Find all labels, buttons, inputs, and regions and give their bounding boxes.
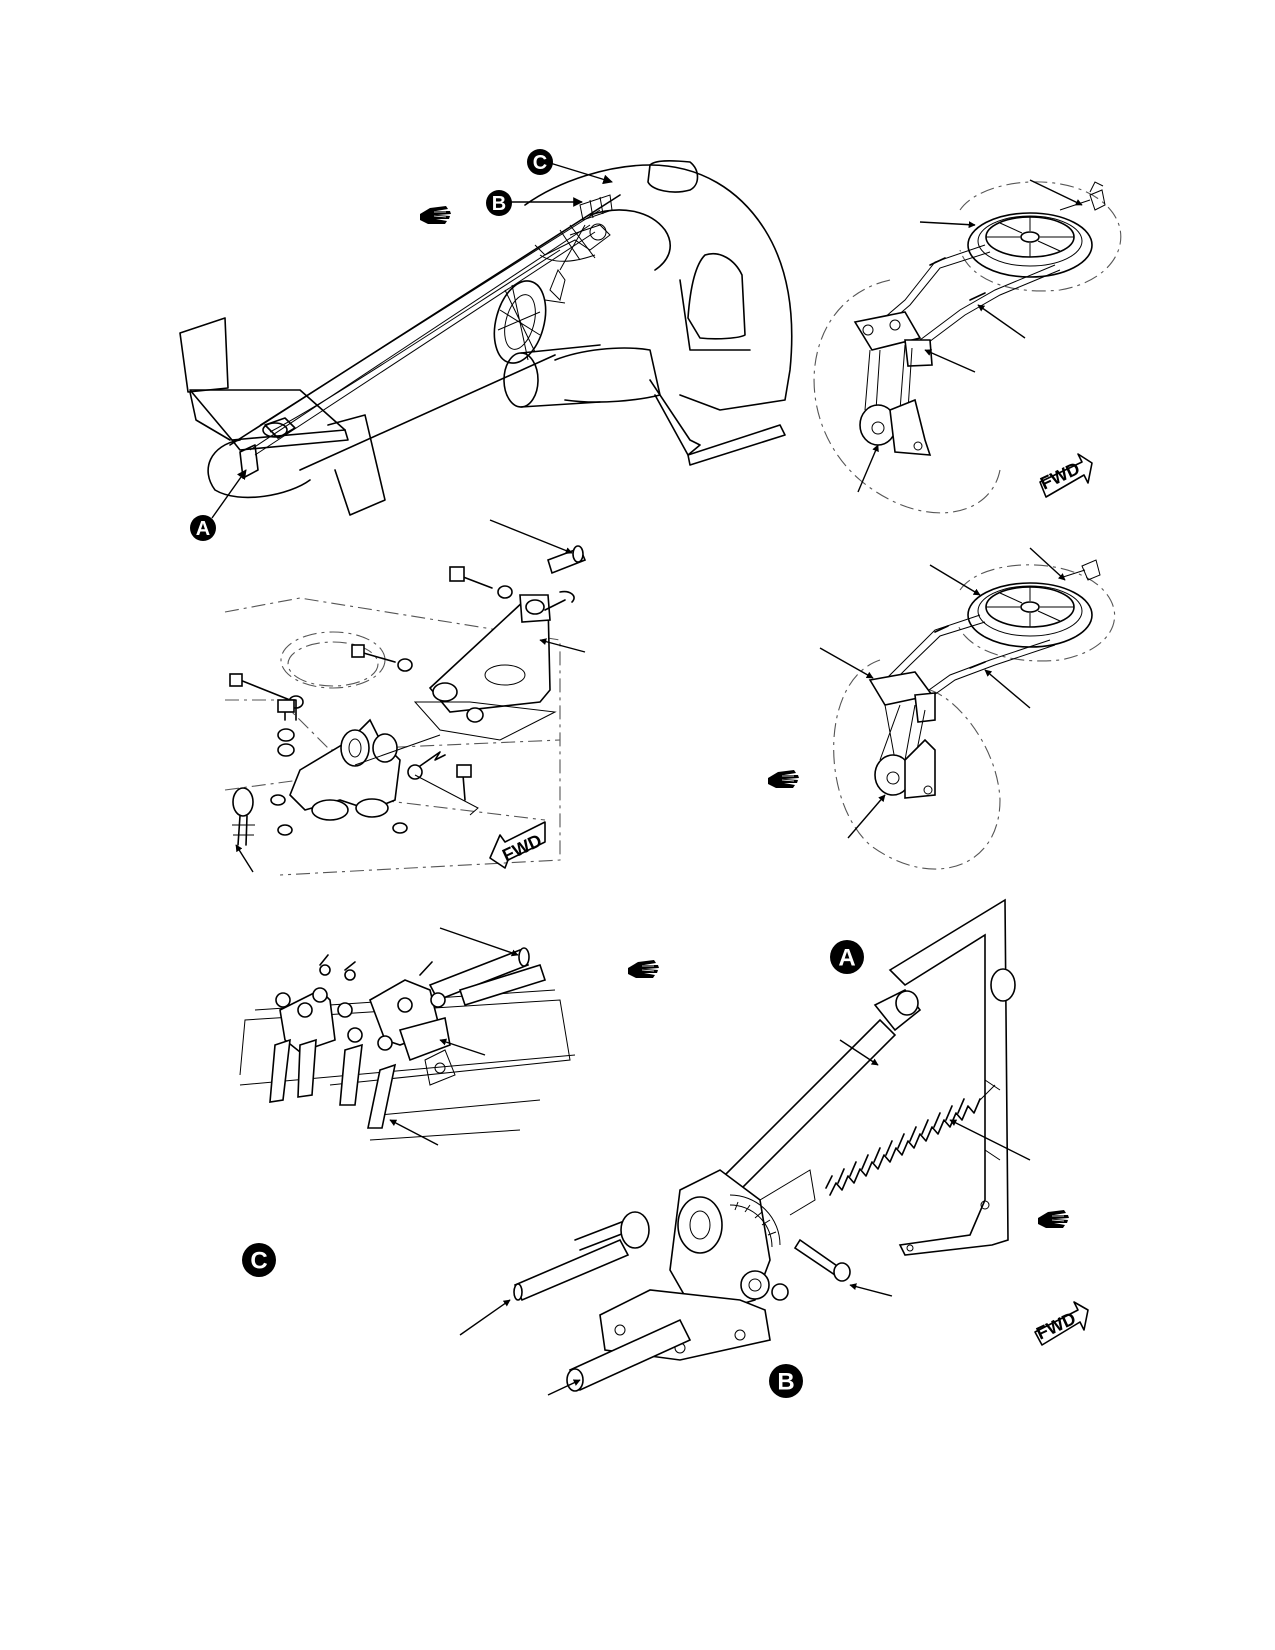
pointing-hand-icon	[1037, 1209, 1070, 1229]
svg-text:A: A	[196, 518, 210, 540]
svg-text:A: A	[838, 945, 855, 972]
svg-text:B: B	[777, 1369, 794, 1396]
callout-c-leader	[549, 162, 613, 185]
detail-label-c: C	[242, 1243, 276, 1277]
helicopter-overview	[179, 159, 793, 516]
svg-text:B: B	[492, 193, 506, 215]
cockpit-lever-detail	[239, 927, 576, 1146]
bellcrank-detail	[224, 519, 587, 876]
pointing-hand-icon	[767, 769, 800, 789]
svg-text:FWD: FWD	[499, 830, 545, 865]
gear-quadrant-detail	[459, 898, 1031, 1396]
svg-text:FWD: FWD	[1033, 1308, 1079, 1343]
svg-text:C: C	[533, 152, 547, 174]
pointing-hand-icon	[627, 959, 660, 979]
callout-a-leader	[211, 469, 247, 519]
fwd-arrow-upper: FWD	[1037, 453, 1093, 498]
pointing-hand-icon	[419, 205, 452, 225]
detail-label-b: B	[769, 1364, 803, 1398]
fwd-arrow-lower: FWD	[1033, 1301, 1089, 1346]
svg-text:C: C	[250, 1248, 267, 1275]
callout-badge-c: C	[527, 149, 553, 175]
tail-pulley-detail-upper	[813, 179, 1122, 514]
detail-label-a: A	[830, 940, 864, 974]
fwd-arrow-middle: FWD	[489, 821, 546, 869]
callout-badge-b: B	[486, 190, 512, 216]
tail-pulley-detail-lower	[819, 547, 1116, 870]
callout-badge-a: A	[190, 515, 216, 541]
